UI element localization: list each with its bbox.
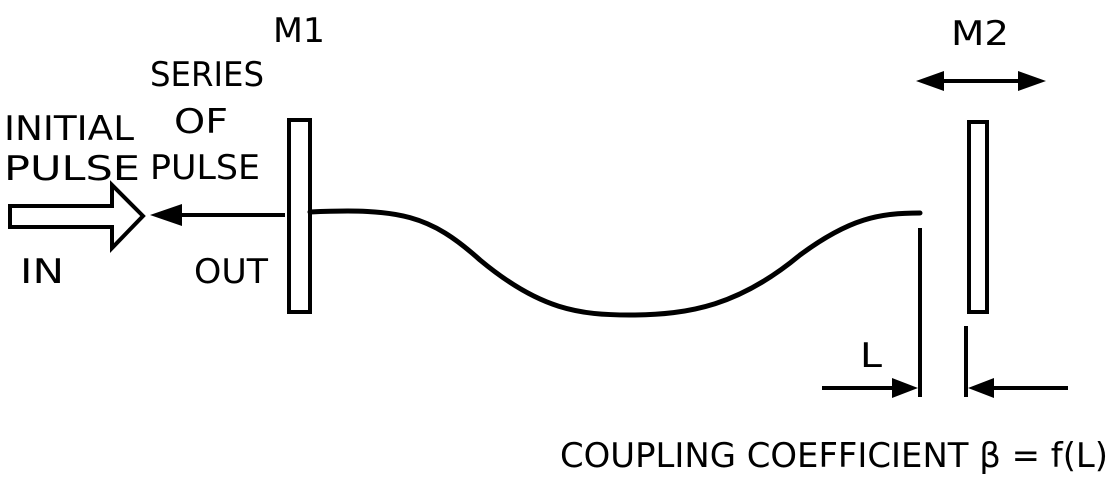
label-out: OUT <box>194 252 268 292</box>
label-m1: M1 <box>273 11 325 51</box>
l-dimension-right-arrow <box>968 378 1068 398</box>
mirror-m1 <box>287 118 312 314</box>
waveform <box>307 208 923 318</box>
label-series-line1: SERIES <box>150 55 264 95</box>
label-series-line3: PULSE <box>150 148 260 188</box>
label-length: L <box>860 336 882 376</box>
output-pulse-arrow <box>150 204 285 226</box>
label-series-line2: OF <box>174 102 228 142</box>
m2-movement-arrow <box>916 71 1046 91</box>
label-initial-line1: INITIAL <box>4 109 134 149</box>
l-dimension-left-arrow <box>822 378 918 398</box>
label-coupling-coefficient: COUPLING COEFFICIENT β = f(L) <box>560 436 1108 476</box>
input-pulse-arrow <box>8 180 146 253</box>
label-initial-line2: PULSE <box>4 149 140 189</box>
mirror-m2 <box>967 120 989 314</box>
label-m2: M2 <box>951 14 1009 54</box>
label-in: IN <box>20 252 64 292</box>
